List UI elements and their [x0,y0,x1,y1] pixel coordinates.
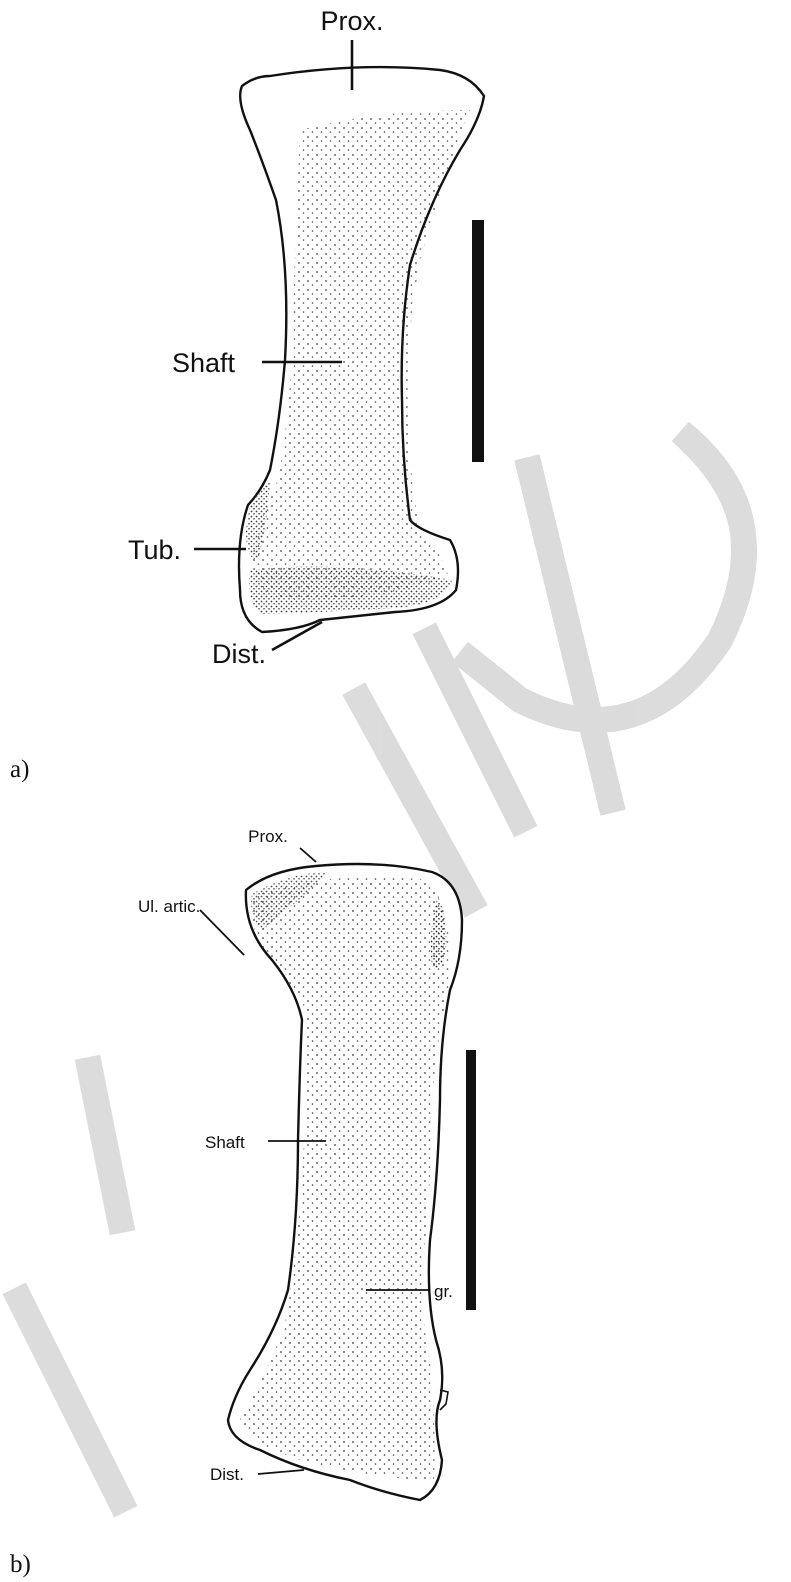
panel-a-caption: a) [10,756,29,783]
label-dist-b: Dist. [210,1465,244,1484]
label-shaft-b: Shaft [205,1133,245,1152]
label-tub-a: Tub. [128,535,181,565]
ul-artic-leader-line [200,910,244,955]
label-gr: gr. [434,1282,453,1301]
bone-b-stipple [240,877,451,1480]
panel-b: Prox. Ul. artic. Shaft gr. Dist. b) [10,827,476,1578]
label-prox-b: Prox. [248,827,288,846]
dist-leader-line-b [258,1470,304,1474]
label-ul-artic: Ul. artic. [138,897,200,916]
label-dist-a: Dist. [212,639,266,669]
panel-b-caption: b) [10,1551,31,1578]
panel-a: Prox. Shaft Tub. Dist. a) [10,6,484,783]
label-prox-a: Prox. [320,6,383,36]
scale-bar-b [466,1050,476,1310]
scale-bar-a [472,220,484,462]
prox-leader-line-b [300,848,316,862]
label-shaft-a: Shaft [172,348,236,378]
